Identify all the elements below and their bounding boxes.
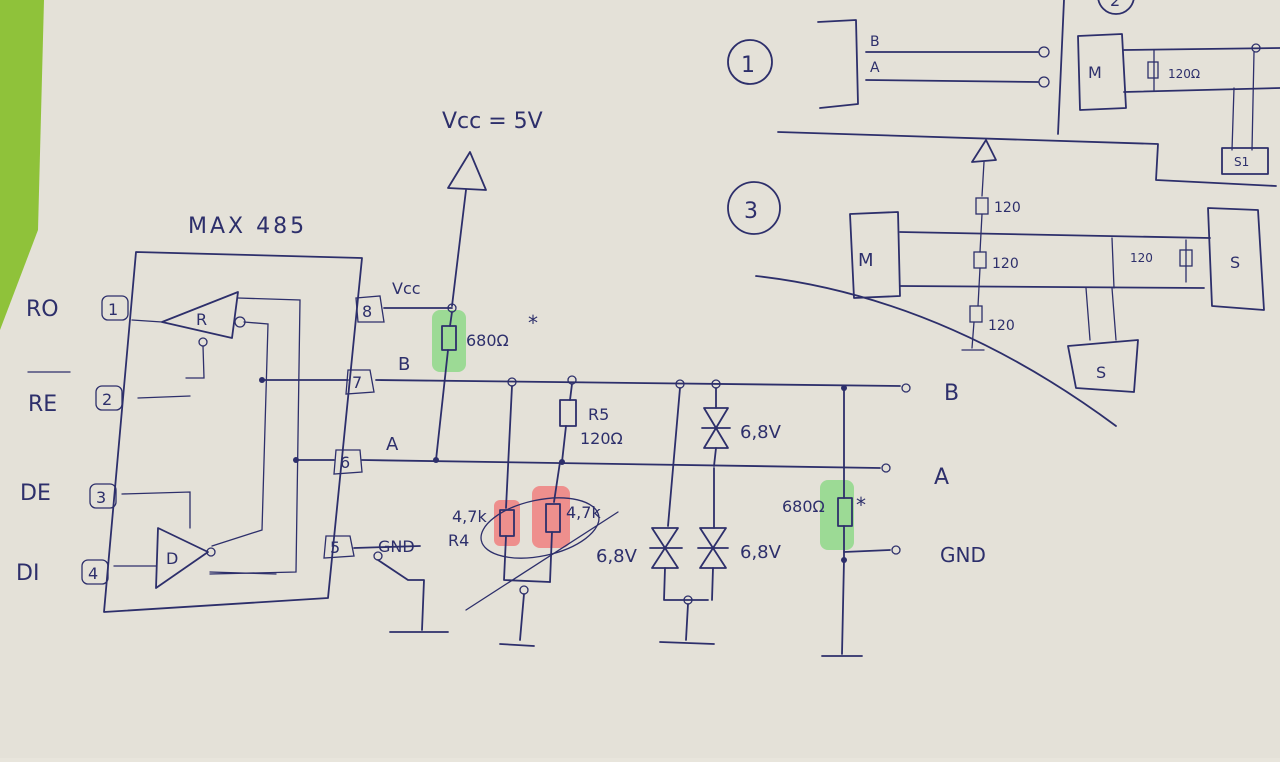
vcc-pin-label: Vcc [392,279,421,298]
supply-label: Vcc = 5V [442,109,543,134]
sketch-2-number: 2 [1110,0,1120,10]
pin-1-number: 1 [108,300,118,319]
pulldown-resistor-body [837,497,853,527]
chip-left-pins: RO RE DE DI 1 2 3 4 [16,295,129,586]
tvs-diodes: 6,8V 6,8V 6,8V [596,379,782,645]
desk-edge [0,0,44,330]
tvs-right-value: 6,8V [740,542,782,563]
bias-resistors: 4,7k R4 4,7k [448,377,619,647]
pin-5-number: 5 [330,538,340,557]
pullup-value: 680Ω [466,331,509,350]
r-right-value: 4,7k [566,503,601,522]
receiver-label: R [196,310,207,329]
termination-name: R5 [588,405,609,424]
pin-de-label: DE [20,481,51,506]
bus-a-line [361,459,881,469]
termination-value: 120Ω [580,429,623,448]
bus-b-line [375,379,901,387]
pullup-mark: * [528,311,538,335]
bus-a-label: A [386,434,399,455]
sketch-3: 3 120 M 120 120 120 S S [727,139,1265,427]
tvs-left-value: 6,8V [596,546,638,567]
sketch-3-resistor-top: 120 [994,200,1021,216]
sketch-3-resistor-right: 120 [1130,251,1153,265]
sketch-1-line-a: A [870,60,880,76]
driver-symbol [155,527,209,589]
chip-right-pins: 8 7 6 5 [323,295,385,559]
vcc-supply: Vcc = 5V Vcc [383,109,543,313]
output-gnd-label: GND [940,543,986,567]
termination-resistor: R5 120Ω [559,375,623,465]
pullup-highlight [432,310,466,372]
sketch-3-number: 3 [744,199,758,224]
sketch-3-resistor-bottom: 120 [988,318,1015,334]
output-b-label: B [944,381,959,406]
pin-di-label: DI [16,561,39,586]
chip-gnd: GND [353,537,449,633]
pin-8-number: 8 [362,302,372,321]
output-a-label: A [934,465,949,490]
pulldown-value: 680Ω [782,497,825,516]
max485-chip: MAX 485 R D [103,214,363,613]
sketch-2-slave-box [1221,147,1269,175]
pulldown-mark: * [856,493,866,517]
sketch-1-line-b: B [870,34,880,50]
termination-resistor-body [559,399,577,427]
sketch-1: 1 B A [727,0,1065,135]
pulldown-resistor: 680Ω * GND [782,385,986,657]
sketch-3-slave-bottom: S [1096,363,1106,382]
bus-lines: B A B A [261,354,959,490]
pullup-resistor: 680Ω * [433,311,538,463]
bus-b-label: B [398,354,410,375]
pin-3-number: 3 [96,488,106,507]
pin-6-number: 6 [340,453,350,472]
supply-arrow [447,151,487,191]
sketch-3-resistor-mid: 120 [992,256,1019,272]
r4-name: R4 [448,531,469,550]
r-right-body [545,503,561,533]
pullup-resistor-body [441,325,457,351]
pin-re-label: RE [28,392,57,417]
sketch-2-master: M [1088,63,1102,82]
pin-2-number: 2 [102,390,112,409]
receiver-symbol [161,291,239,339]
sketch-3-slave-right: S [1230,253,1240,272]
sketch-2: 2 M 120Ω S1 [777,0,1280,187]
r4-value: 4,7k [452,507,487,526]
sketch-2-slave: S1 [1234,155,1249,169]
tvs-top-value: 6,8V [740,422,782,443]
pin-4-number: 4 [88,564,98,583]
pin-7-number: 7 [352,373,362,392]
sketch-2-resistor: 120Ω [1168,67,1200,81]
driver-label: D [166,549,178,568]
chip-gnd-label: GND [378,537,415,556]
r4-highlight [494,500,520,546]
pin-ro-label: RO [26,297,59,322]
pulldown-highlight [820,480,854,550]
chip-title: MAX 485 [188,214,307,239]
sketch-3-master: M [858,250,874,271]
sketch-3-ground-arrow [971,139,997,163]
sketch-1-number: 1 [741,53,755,78]
